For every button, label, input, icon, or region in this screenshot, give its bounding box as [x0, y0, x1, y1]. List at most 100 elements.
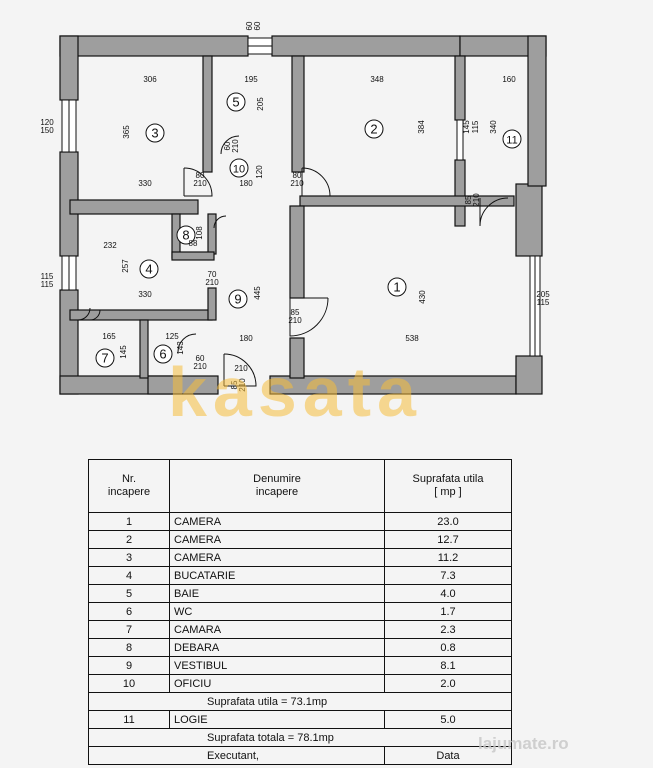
dimension-label: 330 [138, 290, 152, 299]
dimension-label: 85 [230, 380, 239, 389]
room-number-label: 2 [370, 122, 377, 137]
room-nr-cell: 3 [88, 548, 170, 567]
dimension-label: 445 [253, 286, 262, 300]
opening-label: 205 [536, 290, 550, 299]
room-number-5: 5 [226, 92, 246, 112]
dimension-label: 145 [462, 120, 471, 134]
dimension-label: 306 [143, 75, 157, 84]
room-number-6: 6 [153, 344, 173, 364]
room-name-cell: VESTIBUL [169, 656, 385, 675]
doors [77, 135, 509, 387]
opening-label: 60 [196, 354, 205, 363]
room-nr-cell: 9 [88, 656, 170, 675]
room-nr-cell: 6 [88, 602, 170, 621]
dimension-label: 538 [405, 334, 419, 343]
dimension-label: 384 [417, 120, 426, 134]
dimension-label: 88 [189, 239, 198, 248]
dimension-label: 143 [176, 341, 185, 355]
dimension-label: 210 [238, 378, 247, 392]
date-cell: Data [384, 746, 512, 765]
dimension-label: 160 [502, 75, 516, 84]
room-area-cell: 2.0 [384, 674, 512, 693]
opening-label: 120 [40, 118, 54, 127]
room-number-label: 9 [234, 292, 241, 307]
dimension-label: 60 [223, 141, 232, 150]
dimension-label: 108 [195, 226, 204, 240]
total-row-cell: Suprafata totala = 78.1mp [88, 728, 512, 747]
walls [59, 35, 547, 395]
room-number-7: 7 [95, 348, 115, 368]
opening-label: 115 [41, 272, 54, 281]
opening-label: 85 [291, 308, 300, 317]
opening-label: 80 [196, 171, 205, 180]
room-nr-cell: 8 [88, 638, 170, 657]
dimension-label: 60 [253, 21, 262, 30]
room-nr-cell: 7 [88, 620, 170, 639]
dimension-label: 232 [103, 241, 117, 250]
opening-label: 210 [288, 316, 302, 325]
room-name-cell: BAIE [169, 584, 385, 603]
executant-row: Executant,Data [88, 746, 512, 765]
room-number-2: 2 [364, 119, 384, 139]
dimension-label: 120 [255, 165, 264, 179]
header-area: Suprafata utila[ mp ] [384, 459, 512, 513]
dimension-label: 195 [244, 75, 258, 84]
dimension-label: 210 [472, 193, 481, 207]
room-name-cell: CAMERA [169, 548, 385, 567]
room-number-11: 11 [502, 129, 522, 149]
room-number-label: 8 [182, 228, 189, 243]
room-area-cell: 2.3 [384, 620, 512, 639]
opening-label: 210 [193, 179, 207, 188]
opening-label: 210 [205, 278, 219, 287]
room-number-label: 6 [159, 347, 166, 362]
room-area-cell: 12.7 [384, 530, 512, 549]
opening-label: 210 [290, 179, 304, 188]
room-area-cell: 4.0 [384, 584, 512, 603]
opening-label: 115 [41, 280, 54, 289]
room-name-cell: OFICIU [169, 674, 385, 693]
dimension-label: 145 [119, 345, 128, 359]
dimension-label: 257 [121, 259, 130, 273]
opening-dimensions: 8021080210702108521060210120150115115205… [40, 118, 550, 371]
room-nr-cell: 4 [88, 566, 170, 585]
opening-label: 210 [193, 362, 207, 371]
executant-cell: Executant, [88, 746, 385, 765]
room-number-3: 3 [145, 123, 165, 143]
dimension-label: 348 [370, 75, 384, 84]
room-nr-cell: 5 [88, 584, 170, 603]
opening-label: 150 [40, 126, 54, 135]
room-nr-cell: 1 [88, 512, 170, 531]
room-number-8: 8 [176, 225, 196, 245]
dimension-label: 210 [234, 364, 248, 373]
room-area-cell: 5.0 [384, 710, 512, 729]
subtotal-row: Suprafata utila = 73.1mp [88, 692, 512, 711]
room-area-cell: 1.7 [384, 602, 512, 621]
opening-label: 115 [537, 298, 550, 307]
dimension-label: 115 [471, 120, 480, 133]
room-number-label: 11 [506, 135, 517, 147]
dimension-label: 165 [102, 332, 116, 341]
header-nr: Nr.incapere [88, 459, 170, 513]
room-name-cell: CAMARA [169, 620, 385, 639]
room-number-label: 3 [151, 126, 158, 141]
room-name-cell: WC [169, 602, 385, 621]
room-area-cell: 23.0 [384, 512, 512, 531]
kasata-watermark: kasata [168, 353, 422, 431]
room-nr-cell: 2 [88, 530, 170, 549]
room-nr-cell: 10 [88, 674, 170, 693]
room-nr-cell: 11 [88, 710, 170, 729]
room-number-1: 1 [387, 277, 407, 297]
